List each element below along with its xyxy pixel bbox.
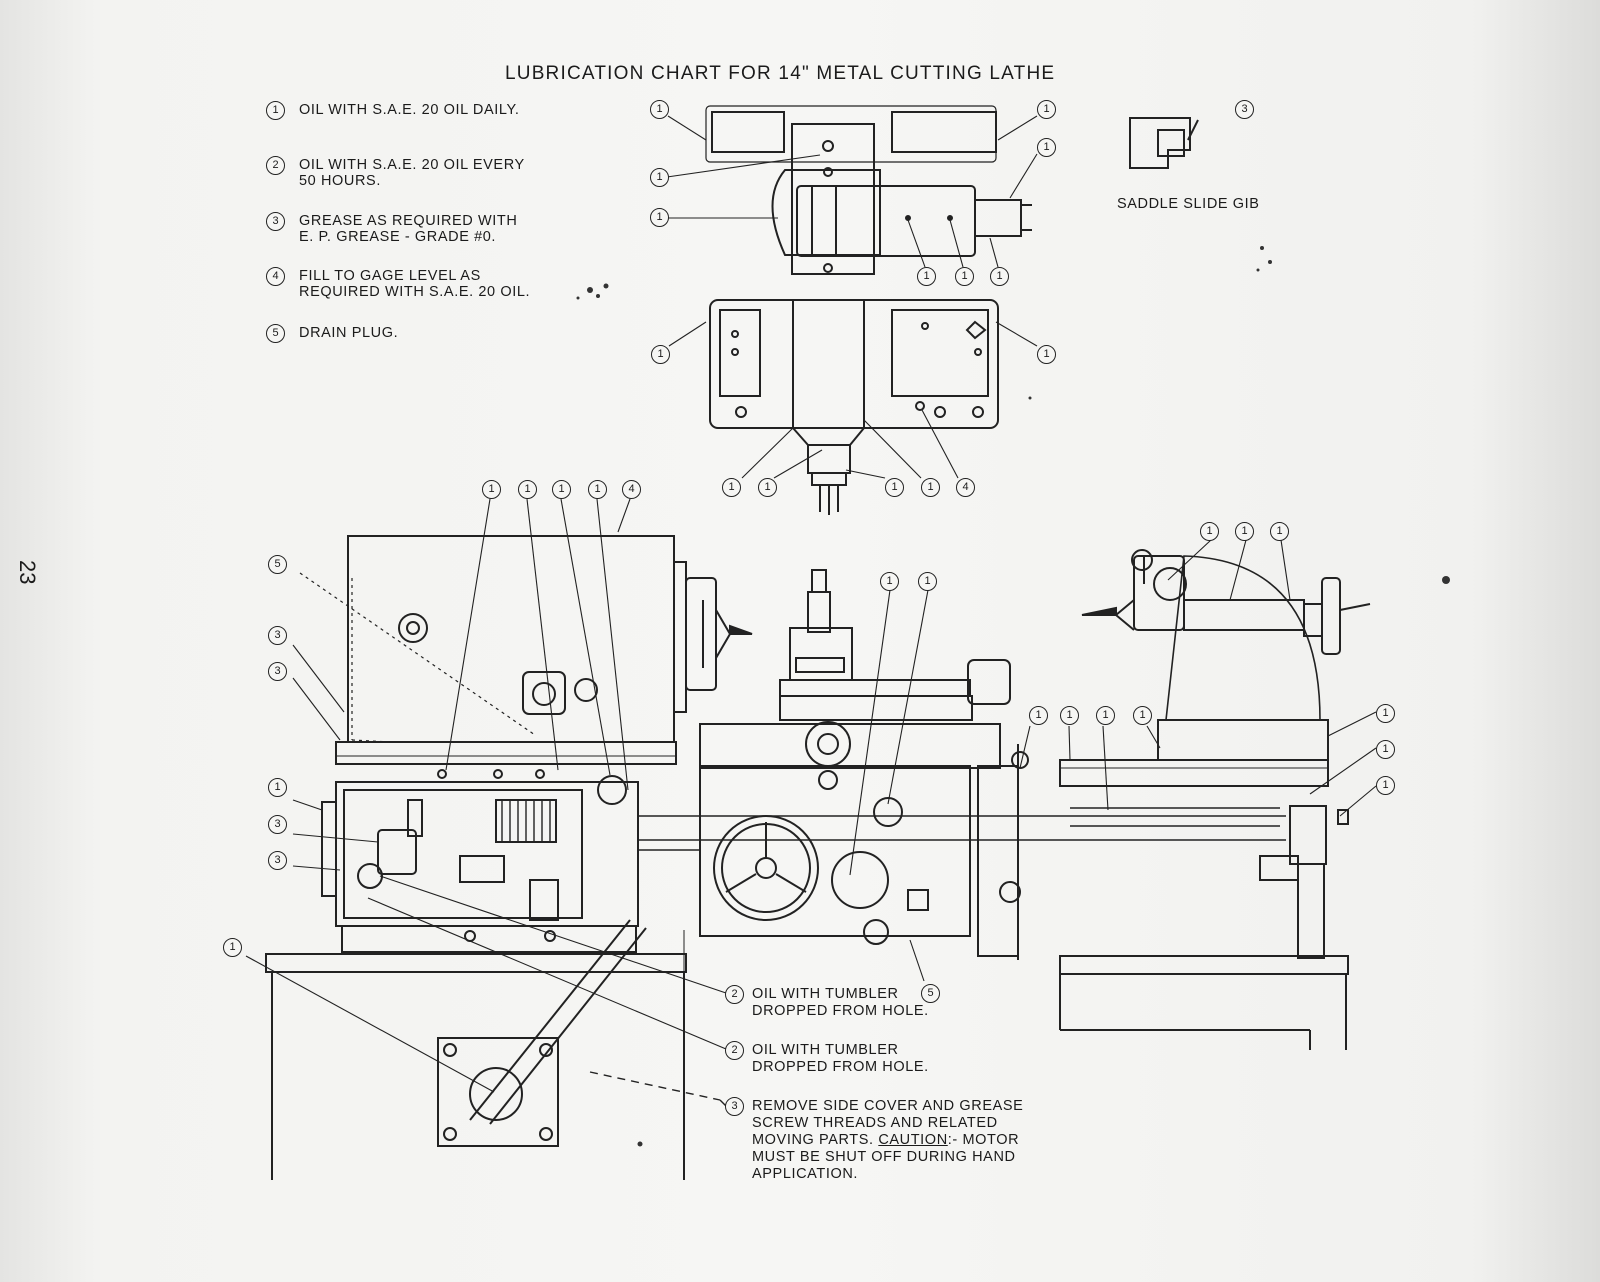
callout-number: 3 — [1235, 100, 1254, 119]
callout-number: 2 — [266, 156, 285, 175]
note-text: REMOVE SIDE COVER AND GREASE — [752, 1098, 1024, 1114]
callout-number: 3 — [725, 1097, 744, 1116]
callout-number: 1 — [1270, 522, 1289, 541]
callout-number: 5 — [268, 555, 287, 574]
lead-screw — [638, 807, 1286, 851]
page-number: 23 — [15, 560, 40, 585]
callout-number: 1 — [1200, 522, 1219, 541]
callout-number: 1 — [1133, 706, 1152, 725]
callout-number: 1 — [917, 267, 936, 286]
callout-number: 1 — [650, 208, 669, 227]
callout-number: 1 — [1029, 706, 1048, 725]
headstock — [321, 535, 753, 953]
legend-text: FILL TO GAGE LEVEL AS — [299, 268, 481, 284]
callout-number: 1 — [482, 480, 501, 499]
callout-number: 1 — [1037, 345, 1056, 364]
page-title: LUBRICATION CHART FOR 14" METAL CUTTING … — [505, 63, 1056, 84]
callout-number: 1 — [588, 480, 607, 499]
callout-number: 1 — [650, 100, 669, 119]
callout-number: 2 — [725, 985, 744, 1004]
callout-number: 1 — [518, 480, 537, 499]
legend-text: E. P. GREASE - GRADE #0. — [299, 229, 497, 245]
callout-number: 1 — [223, 938, 242, 957]
headstock-dashes — [299, 572, 536, 743]
note-text: OIL WITH TUMBLER — [752, 986, 899, 1002]
callout-number: 1 — [651, 345, 670, 364]
callout-number: 1 — [266, 101, 285, 120]
callout-number: 1 — [1235, 522, 1254, 541]
caution-label: CAUTION — [878, 1132, 948, 1148]
callout-number: 1 — [1376, 740, 1395, 759]
callout-number: 1 — [955, 267, 974, 286]
callout-number: 3 — [268, 626, 287, 645]
callout-number: 1 — [722, 478, 741, 497]
bed-and-tailstock — [1059, 549, 1371, 959]
callout-number: 3 — [268, 815, 287, 834]
callout-number: 3 — [268, 851, 287, 870]
lathe-stands — [265, 919, 1349, 1180]
callout-number: 5 — [921, 984, 940, 1003]
legend-text: OIL WITH S.A.E. 20 OIL EVERY — [299, 157, 525, 173]
callout-number: 3 — [268, 662, 287, 681]
callout-number: 1 — [268, 778, 287, 797]
callout-number: 1 — [650, 168, 669, 187]
callout-number: 1 — [1060, 706, 1079, 725]
callout-number: 1 — [885, 478, 904, 497]
note-text: OIL WITH TUMBLER — [752, 1042, 899, 1058]
callout-number: 1 — [921, 478, 940, 497]
callout-number: 1 — [1376, 776, 1395, 795]
callout-number: 1 — [1096, 706, 1115, 725]
callout-number: 1 — [1376, 704, 1395, 723]
callout-number: 1 — [552, 480, 571, 499]
legend-text: DRAIN PLUG. — [299, 325, 399, 341]
legend-text: 50 HOURS. — [299, 173, 381, 189]
saddle-gib-sketch — [1129, 117, 1199, 169]
callout-number: 2 — [725, 1041, 744, 1060]
callout-number: 5 — [266, 324, 285, 343]
carriage-top-view — [705, 105, 1032, 515]
note-text-part: :- MOTOR — [947, 1132, 1020, 1148]
note-text-part: MOVING PARTS. — [752, 1132, 874, 1148]
callout-number: 4 — [956, 478, 975, 497]
callout-number: 4 — [622, 480, 641, 499]
note-text: DROPPED FROM HOLE. — [752, 1059, 929, 1075]
carriage-apron — [699, 569, 1029, 960]
callout-number: 1 — [758, 478, 777, 497]
callout-number: 1 — [1037, 138, 1056, 157]
legend-text: OIL WITH S.A.E. 20 OIL DAILY. — [299, 102, 520, 118]
callout-number: 3 — [266, 212, 285, 231]
note-text: MOVING PARTS. CAUTION:- MOTOR — [752, 1132, 1019, 1148]
note-text: APPLICATION. — [752, 1166, 859, 1182]
note-text: SCREW THREADS AND RELATED — [752, 1115, 998, 1131]
stains — [576, 246, 1450, 1147]
note-text: MUST BE SHUT OFF DURING HAND — [752, 1149, 1016, 1165]
callout-number: 1 — [918, 572, 937, 591]
note-text: DROPPED FROM HOLE. — [752, 1003, 929, 1019]
legend-text: GREASE AS REQUIRED WITH — [299, 213, 518, 229]
callout-number: 4 — [266, 267, 285, 286]
callout-number: 1 — [990, 267, 1009, 286]
callout-number: 1 — [1037, 100, 1056, 119]
saddle-slide-gib-label: SADDLE SLIDE GIB — [1117, 196, 1260, 212]
callout-number: 1 — [880, 572, 899, 591]
legend-text: REQUIRED WITH S.A.E. 20 OIL. — [299, 284, 531, 300]
